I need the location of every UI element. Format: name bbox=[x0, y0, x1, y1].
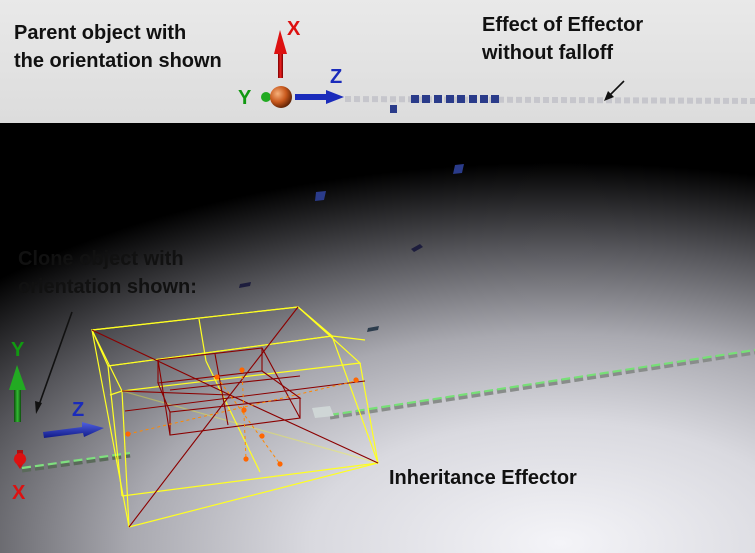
clone-callout-arrow-icon bbox=[35, 311, 73, 414]
clone-y-label: Y bbox=[11, 339, 25, 361]
inheritance-effector-caption: Inheritance Effector bbox=[389, 467, 577, 489]
arrow-z-icon bbox=[295, 90, 344, 104]
clone-z-label: Z bbox=[72, 399, 85, 421]
floating-clones bbox=[239, 164, 464, 332]
falloff-handles bbox=[125, 367, 361, 467]
clone-arrow-z-icon bbox=[43, 422, 104, 438]
clone-x-label: X bbox=[12, 482, 26, 504]
clone-strip-ground bbox=[21, 348, 755, 473]
parent-y-label: Y bbox=[238, 87, 252, 109]
clone-strip-top bbox=[344, 95, 755, 113]
parent-x-label: X bbox=[287, 18, 301, 40]
arrow-x-icon bbox=[274, 30, 287, 78]
inner-falloff-box bbox=[91, 306, 379, 528]
parent-object-caption: Parent object with the orientation shown bbox=[14, 22, 222, 72]
sphere-icon bbox=[270, 86, 292, 108]
clone-arrow-x-icon bbox=[12, 450, 28, 469]
callout-arrow-icon bbox=[604, 80, 625, 101]
parent-z-label: Z bbox=[330, 66, 343, 88]
clone-object-caption: Clone object with orientation shown: bbox=[18, 248, 197, 298]
3d-viewport[interactable] bbox=[0, 123, 755, 553]
y-axis-dot-icon bbox=[261, 92, 271, 102]
effector-no-falloff-caption: Effect of Effector without falloff bbox=[482, 14, 644, 64]
clone-arrow-y-icon bbox=[9, 365, 26, 422]
